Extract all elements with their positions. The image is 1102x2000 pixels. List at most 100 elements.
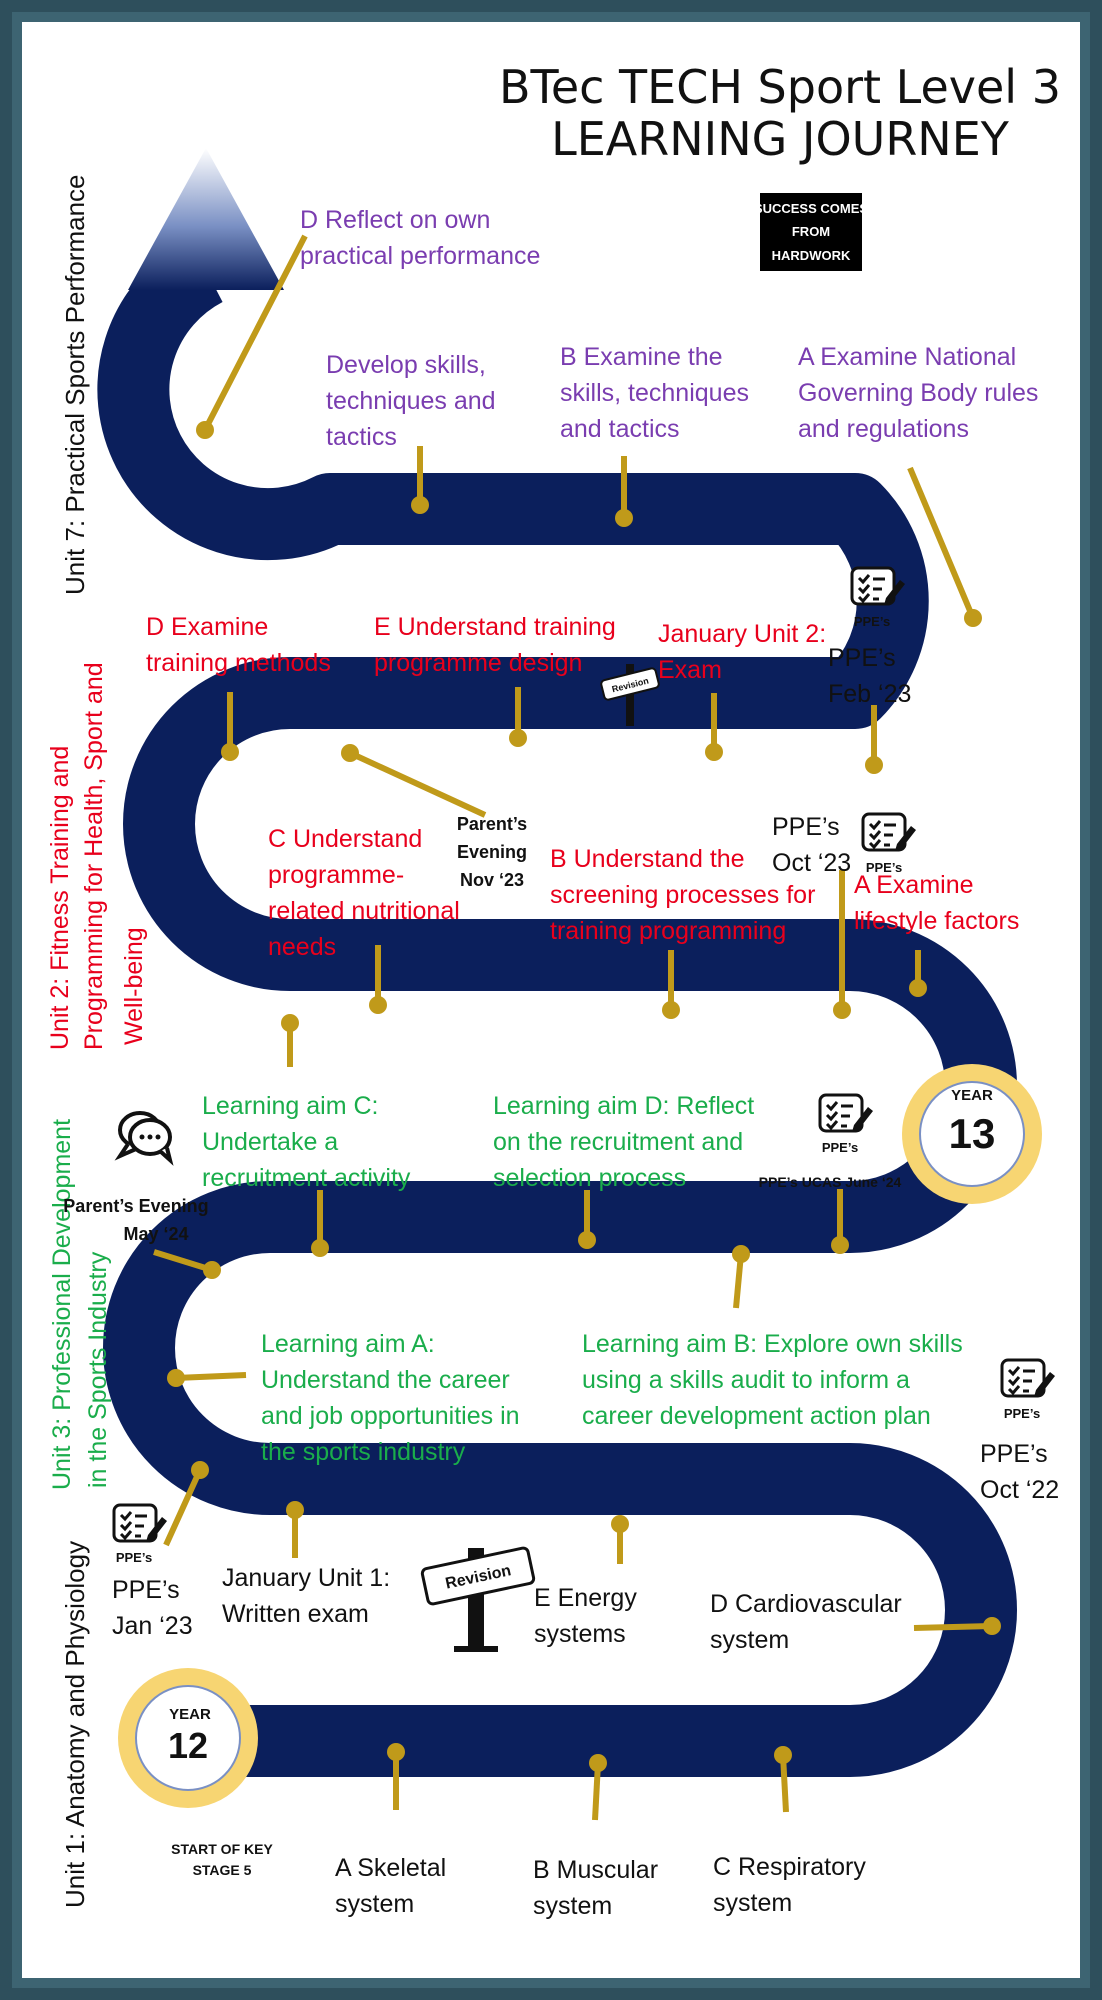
unit2-c-line2: programme- — [268, 861, 404, 889]
unit3-label-line2: in the Sports Industry — [84, 1251, 112, 1488]
parents-evening-may: Parent’s Evening May ‘24 — [63, 1196, 208, 1244]
ppe-feb-line2: Feb ‘23 — [828, 680, 911, 708]
unit1-d-line2: system — [710, 1626, 789, 1654]
ppe-oct22-line2: Oct ‘22 — [980, 1476, 1059, 1504]
unit1-e-line1: E Energy — [534, 1584, 637, 1612]
unit3-d-line2: on the recruitment and — [493, 1128, 743, 1156]
ppe-oct23-line2: Oct ‘23 — [772, 849, 851, 877]
unit1-label: Unit 1: Anatomy and Physiology — [60, 1541, 90, 1908]
unit7-a-line1: A Examine National — [798, 343, 1016, 371]
unit2-label-line2: Programming for Health, Sport and — [80, 662, 108, 1050]
unit2-items: D Examine training methods E Understand … — [146, 613, 1019, 961]
unit2-d-line2: training methods — [146, 649, 331, 677]
unit7-d-line1: D Reflect on own — [300, 206, 490, 234]
unit7-b-line2: skills, techniques — [560, 379, 749, 407]
parents-nov-line1: Parent’s — [457, 814, 527, 834]
unit7-items: D Reflect on own practical performance D… — [300, 206, 1038, 451]
parents-may-line1: Parent’s Evening — [63, 1196, 208, 1216]
unit2-d-line1: D Examine — [146, 613, 268, 641]
motto-line3: HARDWORK — [772, 248, 851, 263]
unit2-c-line3: related nutritional — [268, 897, 460, 925]
revision-signpost-icon-small: Revision — [600, 664, 660, 726]
unit1-d-line1: D Cardiovascular — [710, 1590, 902, 1618]
year12-number: 12 — [168, 1725, 208, 1766]
unit2-ppe-text: PPE’s Feb ‘23 PPE’s Oct ‘23 — [772, 644, 911, 877]
unit7-develop-line2: techniques and — [326, 387, 496, 415]
unit2-label-line1: Unit 2: Fitness Training and — [46, 746, 74, 1050]
ppe-ucas-checklist-icon: PPE’s — [818, 1093, 875, 1155]
year13-badge: YEAR 13 — [902, 1064, 1042, 1204]
unit7-a-line3: and regulations — [798, 415, 969, 443]
revision-signpost-icon-large: Revision — [420, 1546, 536, 1652]
year13-year-label: YEAR — [951, 1087, 993, 1104]
unit7-d-line2: practical performance — [300, 242, 540, 270]
motto-line2: FROM — [792, 224, 830, 239]
unit3-d-line1: Learning aim D: Reflect — [493, 1092, 754, 1120]
unit2-jan-line2: Exam — [658, 656, 722, 684]
unit7-b-line3: and tactics — [560, 415, 680, 443]
ppe-feb-checklist-icon: PPE’s — [850, 566, 907, 629]
ppe-ucas-label: PPE’s UCAS June ‘24 — [759, 1174, 902, 1190]
unit2-e-line2: programme design — [374, 649, 582, 677]
unit2-c-line1: C Understand — [268, 825, 422, 853]
ppe-ucas-icon-label: PPE’s — [822, 1140, 858, 1155]
parents-nov-line3: Nov ‘23 — [460, 870, 524, 890]
unit2-jan-line1: January Unit 2: — [658, 620, 826, 648]
unit1-c-line1: C Respiratory — [713, 1853, 866, 1881]
ppe-oct22-text: PPE’s Oct ‘22 — [980, 1440, 1059, 1504]
unit1-jan-line2: Written exam — [222, 1600, 369, 1628]
ppe-oct23-checklist-icon: PPE’s — [861, 812, 918, 875]
motto-badge: SUCCESS COMES FROM HARDWORK — [754, 193, 868, 271]
start-line2: STAGE 5 — [193, 1862, 252, 1878]
unit7-develop-line3: tactics — [326, 423, 397, 451]
unit7-develop-line1: Develop skills, — [326, 351, 486, 379]
unit1-b-line1: B Muscular — [533, 1856, 658, 1884]
unit1-e-line2: systems — [534, 1620, 626, 1648]
ppe-jan-icon-label: PPE’s — [116, 1550, 152, 1565]
start-line1: START OF KEY — [171, 1841, 273, 1857]
unit3-b-line1: Learning aim B: Explore own skills — [582, 1330, 963, 1358]
unit3-c-line1: Learning aim C: — [202, 1092, 378, 1120]
unit1-c-line2: system — [713, 1889, 792, 1917]
unit3-items: Learning aim C: Undertake a recruitment … — [202, 1092, 963, 1466]
unit3-b-line2: using a skills audit to inform a — [582, 1366, 910, 1394]
ppe-feb-icon-label: PPE’s — [854, 614, 890, 629]
arrow-head — [128, 148, 284, 290]
unit3-c-line3: recruitment activity — [202, 1164, 411, 1192]
speech-bubbles-icon — [114, 1111, 174, 1166]
unit3-a-line3: and job opportunities in — [261, 1402, 520, 1430]
unit2-e-line1: E Understand training — [374, 613, 616, 641]
unit1-items: PPE’s Jan ‘23 January Unit 1: Written ex… — [112, 1564, 902, 1920]
unit2-c-line4: needs — [268, 933, 336, 961]
title-line2: LEARNING JOURNEY — [551, 112, 1010, 166]
motto-line1: SUCCESS COMES — [754, 201, 868, 216]
unit3-a-line1: Learning aim A: — [261, 1330, 435, 1358]
unit2-label-line3: Well-being — [120, 927, 148, 1045]
title-line1: BTec TECH Sport Level 3 — [499, 60, 1061, 114]
unit3-a-line4: the sports industry — [261, 1438, 466, 1466]
ppe-oct23-icon-label: PPE’s — [866, 860, 902, 875]
unit1-b-line2: system — [533, 1892, 612, 1920]
unit2-b-line2: screening processes for — [550, 881, 815, 909]
ppe-oct22-checklist-icon: PPE’s — [1000, 1358, 1057, 1421]
unit2-b-line1: B Understand the — [550, 845, 745, 873]
parents-evening-nov: Parent’s Evening Nov ‘23 — [457, 814, 527, 890]
pin-heads — [167, 421, 1001, 1772]
unit1-jan-line1: January Unit 1: — [222, 1564, 390, 1592]
year13-number: 13 — [949, 1110, 996, 1157]
pins — [153, 234, 993, 1821]
ppe-oct23-line1: PPE’s — [772, 813, 840, 841]
year12-year-label: YEAR — [169, 1706, 211, 1723]
ppe-jan-checklist-icon: PPE’s — [112, 1503, 169, 1565]
unit1-a-line1: A Skeletal — [335, 1854, 446, 1882]
unit2-b-line3: training programming — [550, 917, 786, 945]
ppe-jan-line1: PPE’s — [112, 1576, 180, 1604]
unit3-c-line2: Undertake a — [202, 1128, 338, 1156]
ppe-oct22-icon-label: PPE’s — [1004, 1406, 1040, 1421]
unit3-a-line2: Understand the career — [261, 1366, 510, 1394]
unit3-b-line3: career development action plan — [582, 1402, 931, 1430]
ppe-oct22-line1: PPE’s — [980, 1440, 1048, 1468]
start-ks5: START OF KEY STAGE 5 — [171, 1841, 273, 1878]
ppe-feb-line1: PPE’s — [828, 644, 896, 672]
